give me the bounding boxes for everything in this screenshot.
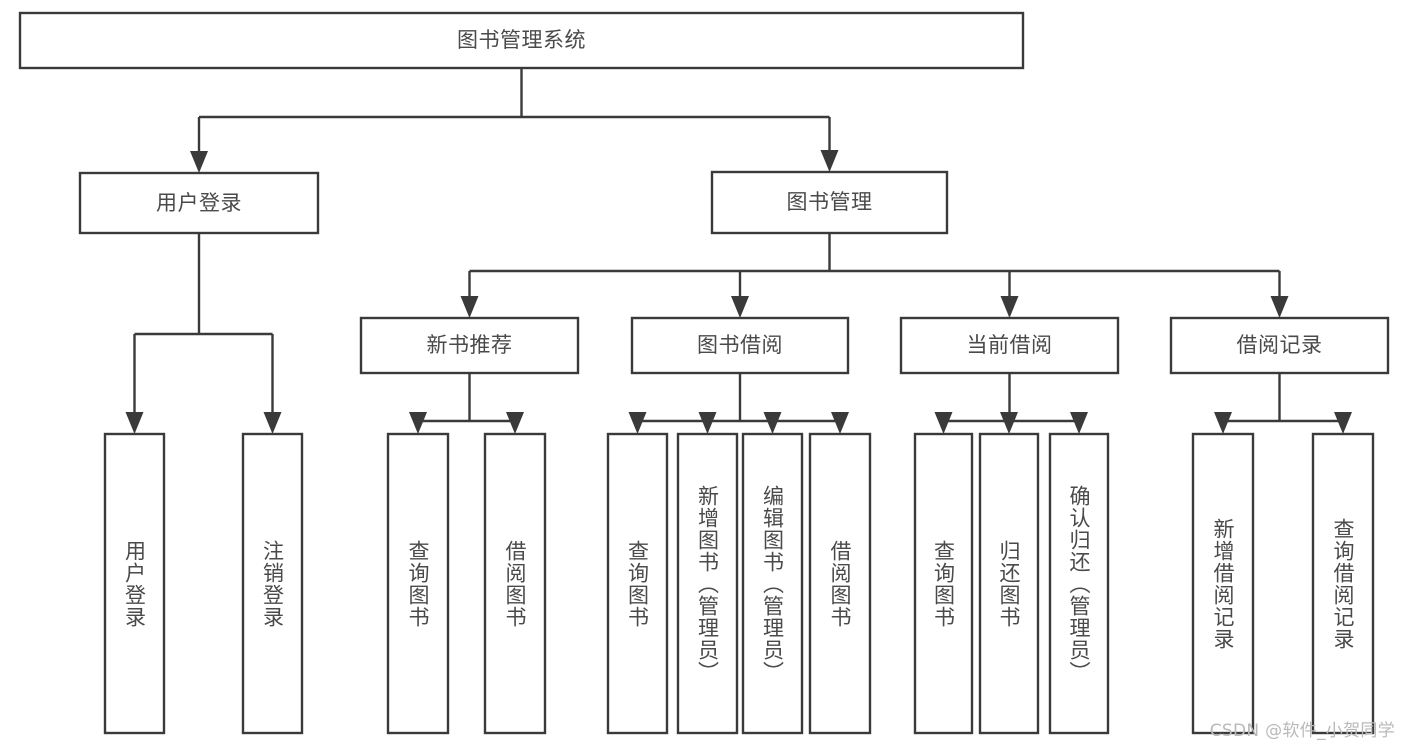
node-box-book-manage[interactable] — [710, 170, 949, 235]
arrow-head-leaf-return-book — [1000, 412, 1018, 434]
node-box-leaf-query-record[interactable] — [1311, 432, 1375, 735]
node-box-current-borrow[interactable] — [899, 316, 1120, 375]
node-box-leaf-add-record[interactable] — [1191, 432, 1255, 735]
arrow-head-leaf-logout — [263, 412, 282, 434]
node-box-leaf-query-book-1[interactable] — [386, 432, 450, 735]
arrow-head-leaf-borrow-book-1 — [506, 412, 524, 434]
node-box-leaf-logout[interactable] — [241, 432, 304, 735]
node-box-leaf-return-book[interactable] — [978, 432, 1040, 735]
node-box-leaf-borrow-book-1[interactable] — [483, 432, 547, 735]
node-box-leaf-user-login[interactable] — [103, 432, 166, 735]
node-box-leaf-edit-book[interactable] — [741, 432, 804, 735]
node-box-root[interactable] — [18, 11, 1025, 70]
arrow-head-borrow-record — [1270, 296, 1289, 318]
arrow-head-book-borrow — [731, 296, 749, 318]
node-box-leaf-borrow-book-2[interactable] — [808, 432, 872, 735]
node-box-leaf-confirm-return[interactable] — [1048, 432, 1110, 735]
node-box-book-borrow[interactable] — [630, 316, 850, 375]
arrow-head-current-borrow — [1000, 296, 1019, 318]
arrow-head-leaf-query-record — [1334, 412, 1352, 434]
node-box-leaf-query-book-3[interactable] — [913, 432, 974, 735]
watermark-text: CSDN @软件_小贺同学 — [1209, 721, 1395, 741]
arrow-head-leaf-add-book — [698, 412, 717, 434]
arrow-head-leaf-add-record — [1214, 412, 1232, 434]
arrow-head-new-book-rec — [460, 296, 479, 318]
node-box-leaf-add-book[interactable] — [676, 432, 739, 735]
node-box-user-login[interactable] — [78, 171, 320, 235]
arrow-head-user-login — [190, 151, 208, 173]
arrow-head-leaf-confirm-return — [1070, 412, 1088, 434]
node-boxes-layer — [18, 11, 1390, 735]
arrow-head-leaf-query-book-3 — [934, 412, 953, 434]
arrow-head-leaf-user-login — [125, 412, 144, 434]
arrow-head-leaf-query-book-1 — [409, 412, 427, 434]
node-box-leaf-query-book-2[interactable] — [606, 432, 669, 735]
node-box-new-book-rec[interactable] — [359, 316, 580, 375]
arrow-head-leaf-borrow-book-2 — [831, 412, 849, 434]
arrow-head-leaf-edit-book — [763, 412, 782, 434]
connectors-layer — [125, 68, 1352, 434]
node-box-borrow-record[interactable] — [1169, 316, 1390, 375]
arrow-head-leaf-query-book-2 — [628, 412, 647, 434]
arrow-head-book-manage — [820, 150, 839, 172]
